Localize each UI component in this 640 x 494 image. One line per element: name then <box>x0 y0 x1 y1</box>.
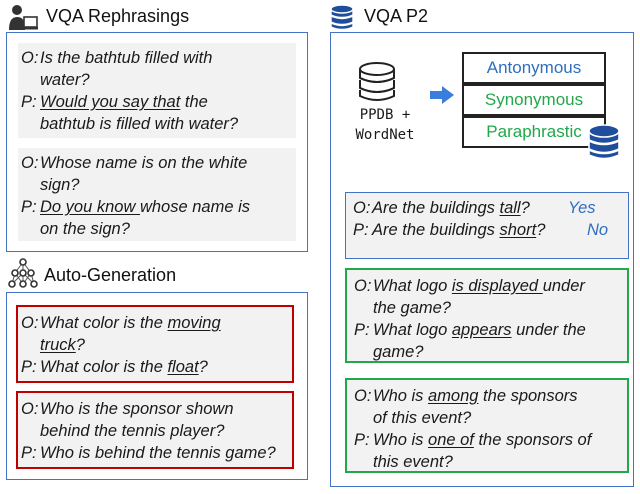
arrow-right-icon <box>430 86 454 104</box>
source-label-wordnet: WordNet <box>355 127 415 143</box>
database-icon <box>330 4 354 31</box>
auto-generation-example-2: O:Who is the sponsor shown behind the te… <box>16 391 294 469</box>
rephrasing-example-2: O:Whose name is on the white sign? P:Do … <box>18 148 296 241</box>
paraphrastic-database-icon <box>588 124 620 160</box>
answer-perturbed: No <box>587 221 609 239</box>
vqa-p2-panel <box>330 32 634 487</box>
category-paraphrastic: Paraphrastic <box>462 116 606 148</box>
answer-original: Yes <box>568 199 596 217</box>
p2-paraphrastic-example: O:Who is among the sponsors of this even… <box>345 378 629 473</box>
person-computer-icon <box>8 3 38 31</box>
ppdb-database-icon <box>358 60 396 102</box>
p2-synonymous-example: O:What logo is displayed under the game?… <box>345 268 629 363</box>
rephrasings-title: VQA Rephrasings <box>46 6 190 26</box>
rephrasings-panel <box>6 32 308 252</box>
category-antonymous: Antonymous <box>462 52 606 84</box>
auto-generation-panel <box>6 292 308 480</box>
p2-antonymous-example: O:Are the buildings tall?Yes P:Are the b… <box>345 192 629 259</box>
neural-network-icon <box>8 258 38 288</box>
category-synonymous: Synonymous <box>462 84 606 116</box>
auto-generation-example-1: O:What color is the moving truck? P:What… <box>16 305 294 383</box>
vqa-p2-title: VQA P2 <box>364 6 429 26</box>
rephrasing-example-1: O:Is the bathtub filled with water? P:Wo… <box>18 43 296 138</box>
source-label-ppdb: PPDB + <box>359 107 411 123</box>
auto-generation-title: Auto-Generation <box>44 265 177 285</box>
